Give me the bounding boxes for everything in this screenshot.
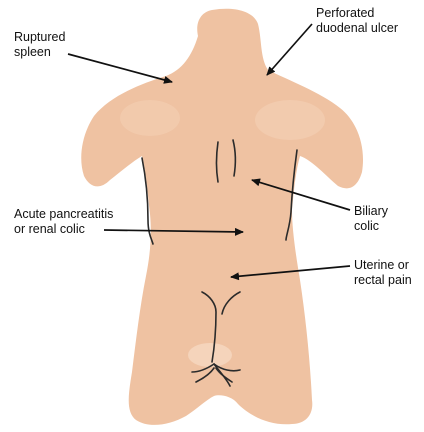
label-ruptured-spleen: Ruptured spleen	[14, 30, 65, 60]
arrow-ruptured-spleen	[68, 54, 172, 82]
label-perforated-ulcer: Perforated duodenal ulcer	[316, 6, 398, 36]
arrow-perforated-ulcer	[267, 24, 312, 75]
label-biliary-colic: Biliary colic	[354, 204, 388, 234]
label-uterine-rectal: Uterine or rectal pain	[354, 258, 412, 288]
label-acute-pancreatitis: Acute pancreatitis or renal colic	[14, 207, 113, 237]
